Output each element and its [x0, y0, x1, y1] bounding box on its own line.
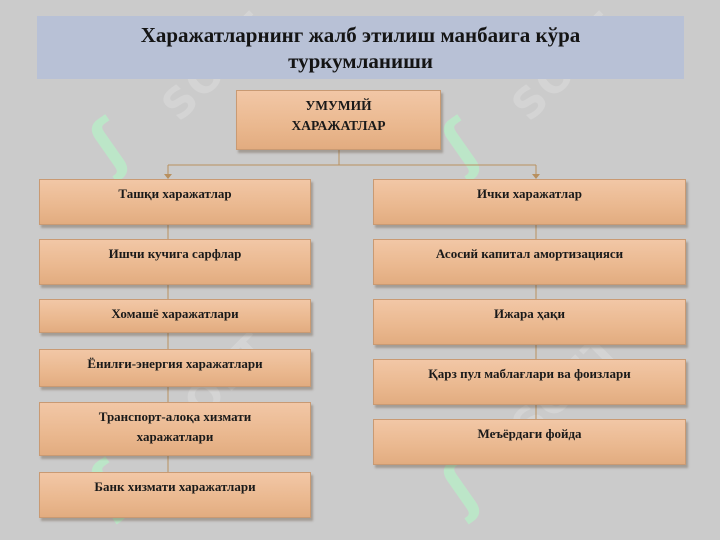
- right-item-label: Меъёрдаги фойда: [477, 426, 582, 441]
- right-item-label: Қарз пул маблағлари ва фоизлари: [428, 366, 631, 381]
- root-box: УМУМИЙ ХАРАЖАТЛАР: [236, 90, 441, 150]
- root-label: УМУМИЙ ХАРАЖАТЛАР: [291, 98, 386, 133]
- right-branch-header: Ички харажатлар: [373, 179, 686, 225]
- page-title: Харажатларнинг жалб этилиш манбаига кўра…: [140, 22, 581, 73]
- right-arrow-icon: [532, 174, 540, 179]
- left-arrow-icon: [164, 174, 172, 179]
- right-item-box: Қарз пул маблағлари ва фоизлари: [373, 359, 686, 405]
- left-item-box: Ишчи кучига сарфлар: [39, 239, 311, 285]
- left-item-box: Банк хизмати харажатлари: [39, 472, 311, 518]
- left-item-label: Ёнилғи-энергия харажатлари: [87, 356, 263, 371]
- right-item-box: Ижара ҳақи: [373, 299, 686, 345]
- left-item-box: Ёнилғи-энергия харажатлари: [39, 349, 311, 387]
- left-item-box: Транспорт-алоқа хизмати харажатлари: [39, 402, 311, 456]
- left-branch-header: Ташқи харажатлар: [39, 179, 311, 225]
- left-item-label: Транспорт-алоқа хизмати харажатлари: [98, 409, 252, 444]
- right-item-label: Асосий капитал амортизацияси: [435, 246, 624, 261]
- right-item-box: Меъёрдаги фойда: [373, 419, 686, 465]
- left-branch-header-label: Ташқи харажатлар: [118, 186, 232, 201]
- right-item-box: Асосий капитал амортизацияси: [373, 239, 686, 285]
- left-item-box: Хомашё харажатлари: [39, 299, 311, 333]
- title-bar: Харажатларнинг жалб этилиш манбаига кўра…: [37, 16, 684, 79]
- right-branch-header-label: Ички харажатлар: [477, 186, 582, 201]
- right-item-label: Ижара ҳақи: [494, 306, 565, 321]
- left-item-label: Ишчи кучига сарфлар: [108, 246, 242, 261]
- left-item-label: Банк хизмати харажатлари: [94, 479, 256, 494]
- left-item-label: Хомашё харажатлари: [111, 306, 239, 321]
